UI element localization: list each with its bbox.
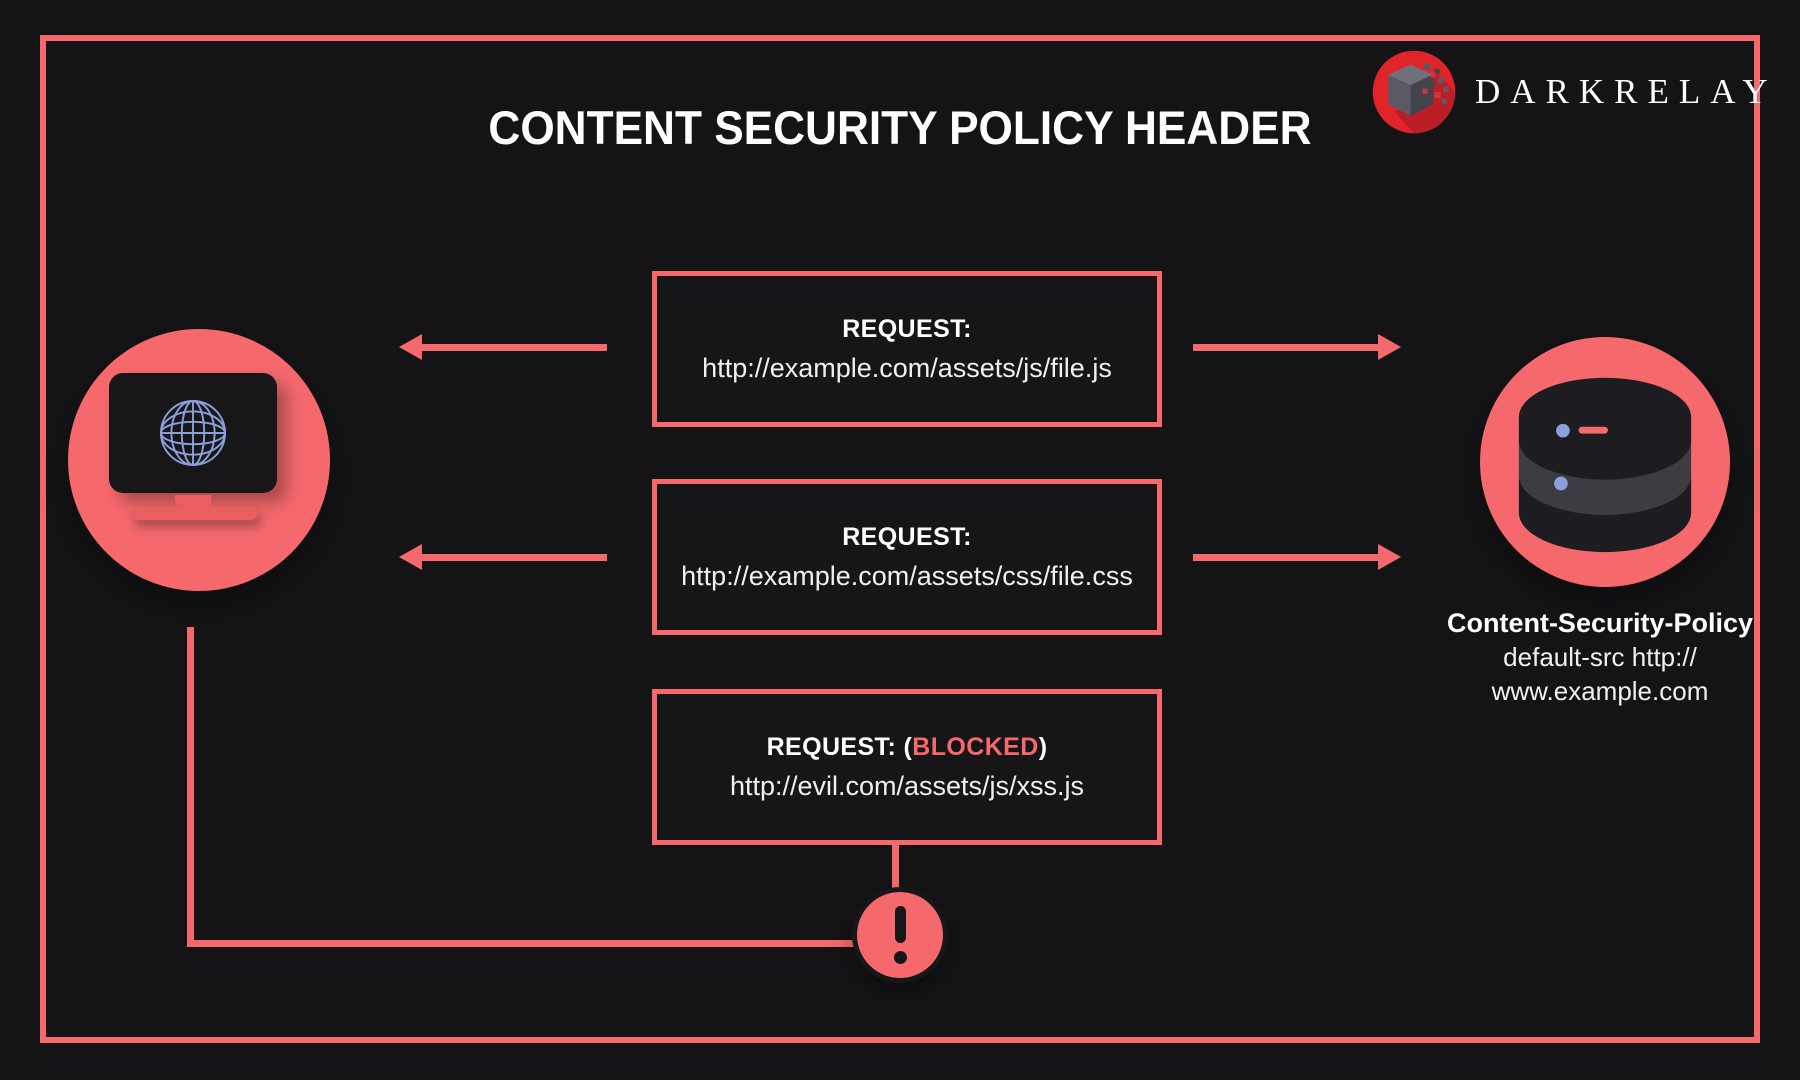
request-url: http://evil.com/assets/js/xss.js <box>729 770 1085 801</box>
request-box-css: REQUEST: http://example.com/assets/css/f… <box>652 479 1162 635</box>
arrow-right-icon <box>1193 544 1401 570</box>
request-label: REQUEST: <box>842 314 972 343</box>
exclamation-bar <box>894 906 906 943</box>
policy-title: Content-Security-Policy <box>1446 608 1754 638</box>
cube-pixels-icon <box>1372 50 1456 134</box>
request-label: REQUEST: <box>842 522 972 551</box>
blocked-drop-line <box>892 843 899 895</box>
page-title: CONTENT SECURITY POLICY HEADER <box>488 101 1312 154</box>
server-node <box>1480 337 1730 587</box>
globe-icon <box>160 400 226 466</box>
laptop-base <box>129 507 257 520</box>
request-url: http://example.com/assets/css/file.css <box>681 560 1133 591</box>
blocked-return-line-vertical <box>187 627 194 947</box>
blocked-return-line-horizontal <box>187 940 879 947</box>
exclamation-icon <box>852 887 948 983</box>
request-label: REQUEST: (BLOCKED) <box>766 732 1048 761</box>
laptop-hinge <box>175 495 211 508</box>
database-icon <box>1518 377 1692 553</box>
border-frame <box>40 35 1760 1043</box>
arrow-left-icon <box>399 544 607 570</box>
exclamation-dot <box>893 951 907 964</box>
request-box-js: REQUEST: http://example.com/assets/js/fi… <box>652 271 1162 427</box>
brand-logo: DARKRELAY <box>1371 49 1778 135</box>
policy-line: default-src http:// <box>1503 642 1697 672</box>
request-url: http://example.com/assets/js/file.js <box>702 352 1112 383</box>
policy-line: www.example.com <box>1491 676 1709 706</box>
arrow-right-icon <box>1193 334 1401 360</box>
brand-name: DARKRELAY <box>1475 72 1778 111</box>
laptop-screen <box>109 373 277 493</box>
request-box-blocked: REQUEST: (BLOCKED) http://evil.com/asset… <box>652 689 1162 845</box>
csp-policy-label: Content-Security-Policy default-src http… <box>1430 606 1770 708</box>
blocked-badge: BLOCKED <box>912 732 1039 761</box>
browser-node <box>68 329 330 591</box>
arrow-left-icon <box>399 334 607 360</box>
